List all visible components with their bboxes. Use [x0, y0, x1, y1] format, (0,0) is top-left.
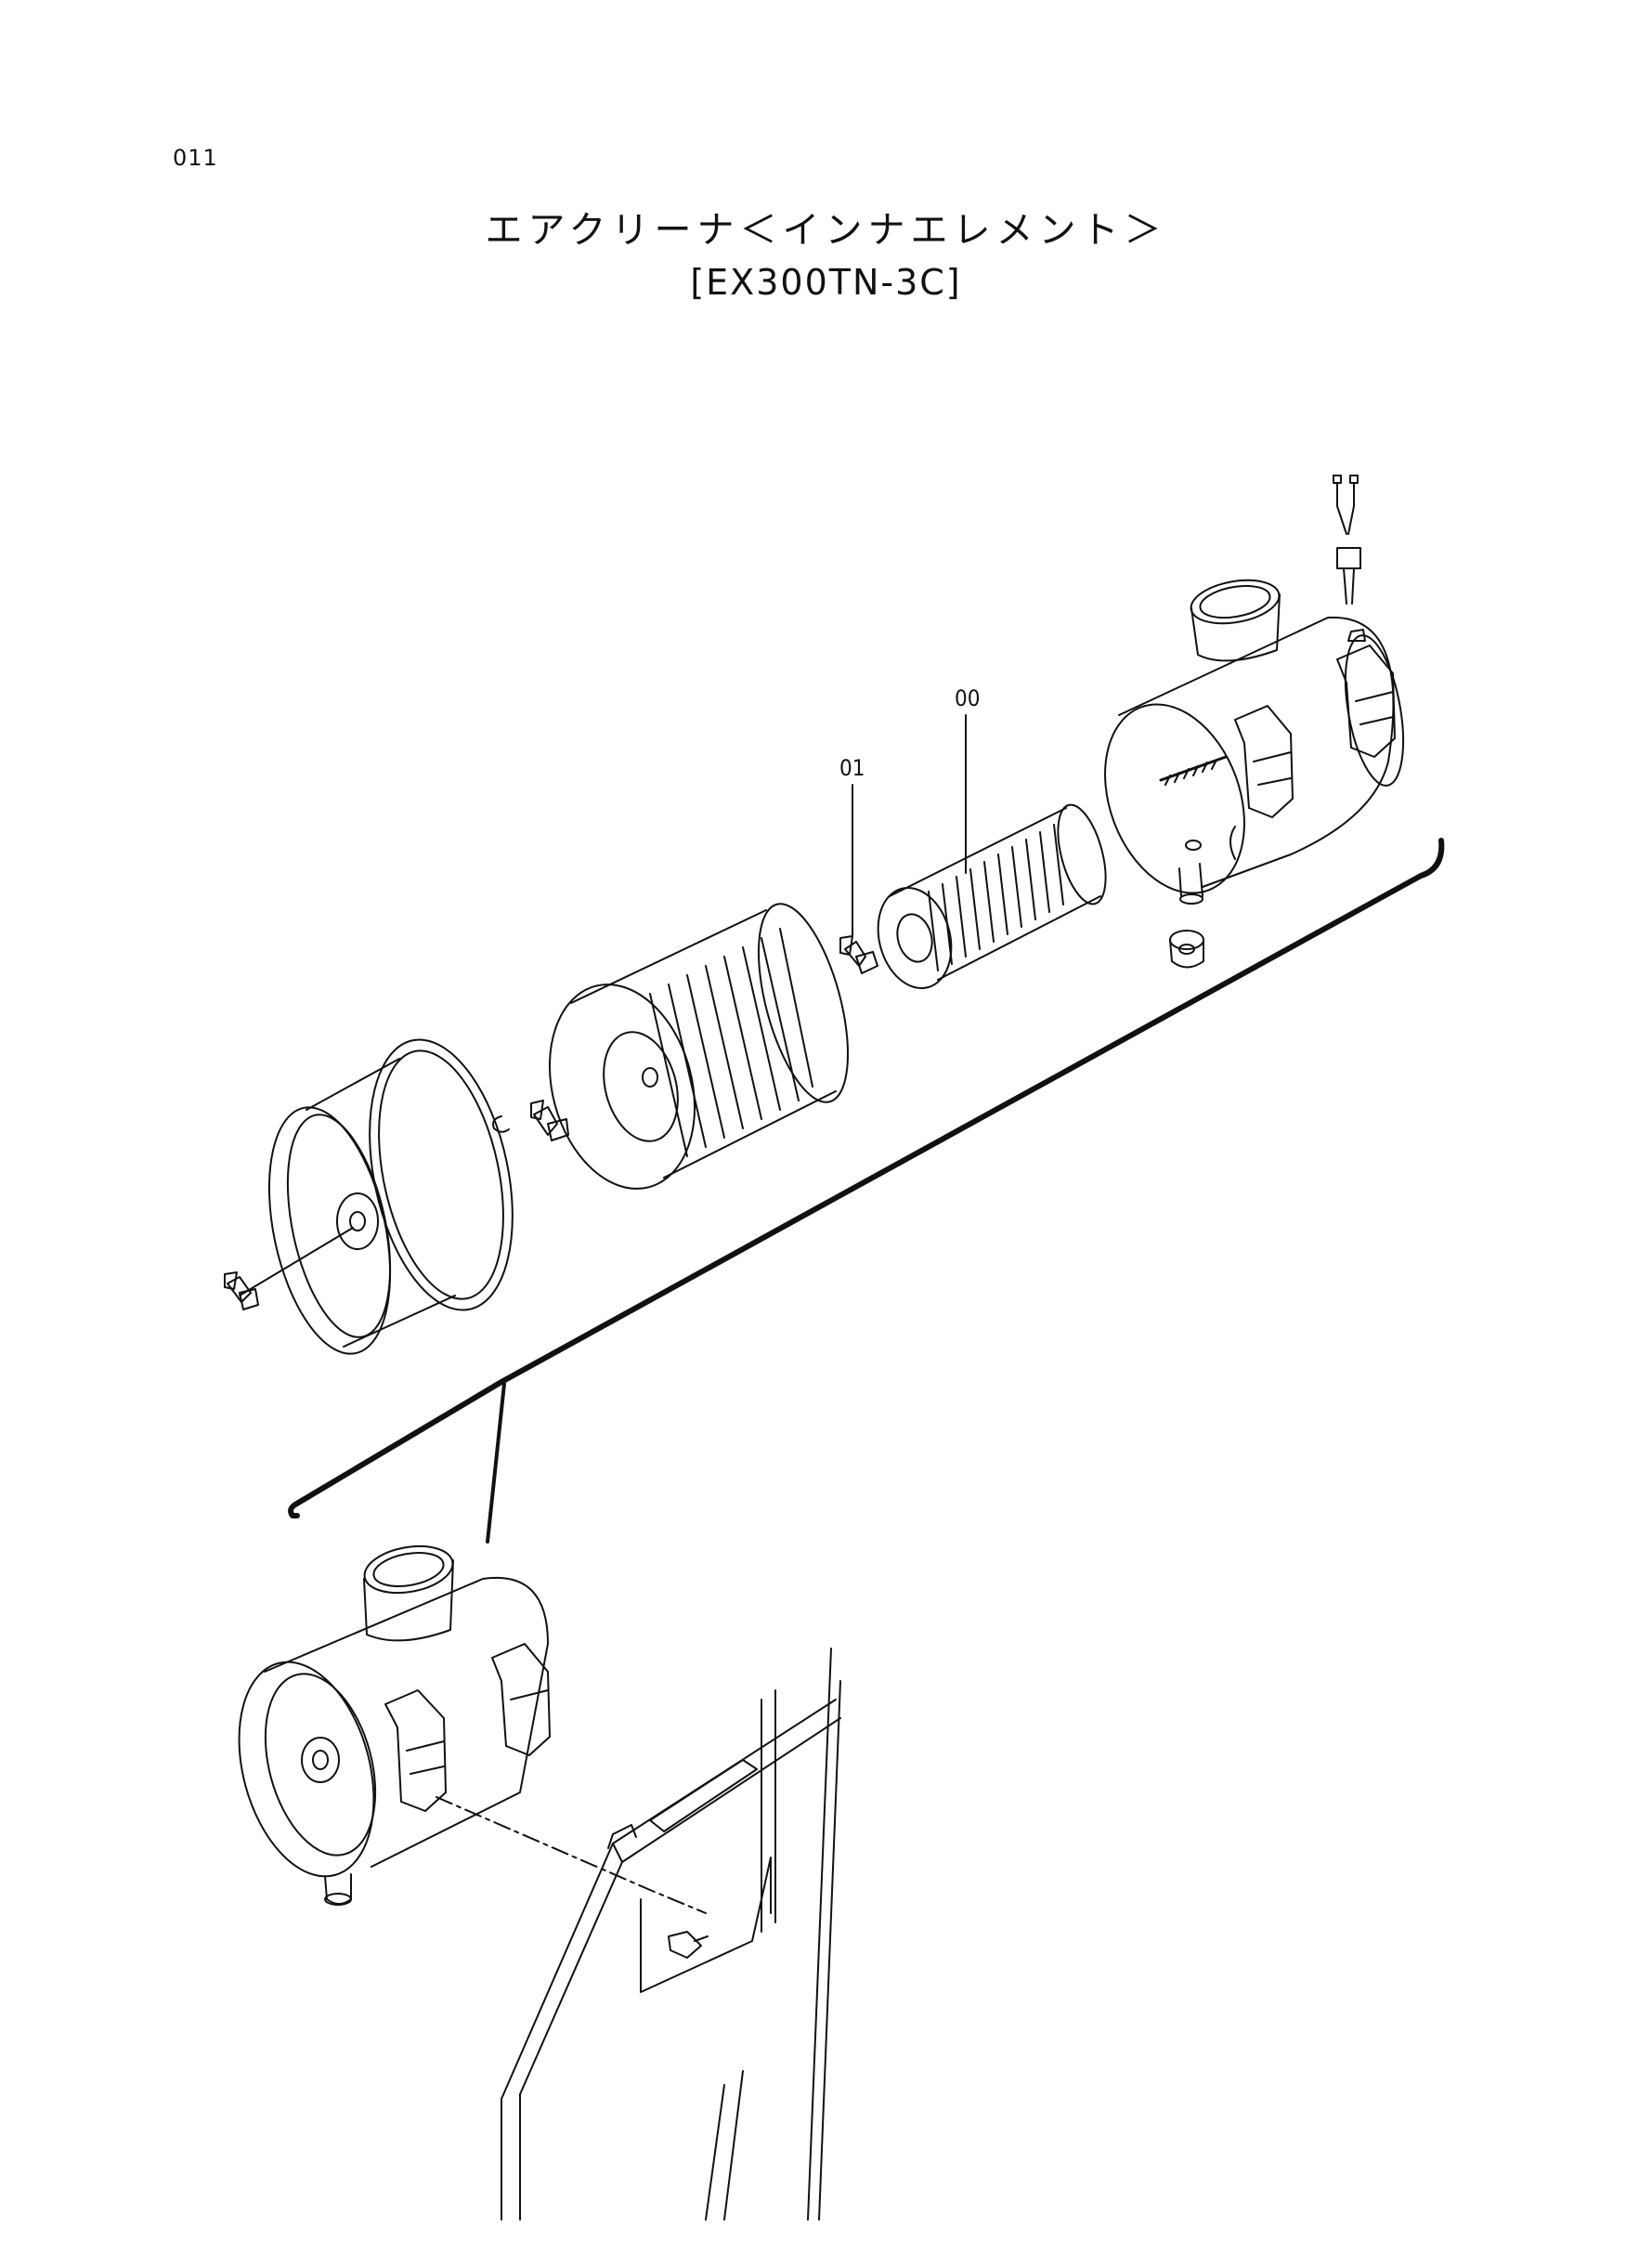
boundary-leader [486, 1382, 506, 1544]
title-model: [EX300TN-3C] [690, 262, 962, 303]
callout-00: 00 [955, 685, 980, 711]
wing-nut-mid [530, 1100, 569, 1141]
diagram-title: エアクリーナ＜インナエレメント＞ [EX300TN-3C] [0, 204, 1652, 308]
outer-element [548, 903, 849, 1190]
wing-nut-cover [224, 1271, 259, 1310]
inner-element [877, 803, 1107, 990]
assembled-air-cleaner [238, 1544, 707, 1914]
clip [492, 1115, 510, 1133]
title-japanese: エアクリーナ＜インナエレメント＞ [485, 209, 1167, 252]
air-cleaner-housing [1104, 475, 1405, 969]
wing-nut-01 [839, 935, 878, 974]
callout-01: 01 [839, 755, 865, 781]
page-number: 011 [173, 145, 218, 171]
exploded-view-boundary [288, 838, 1445, 1518]
mounting-frame [501, 1648, 841, 2221]
cover [239, 1038, 514, 1355]
